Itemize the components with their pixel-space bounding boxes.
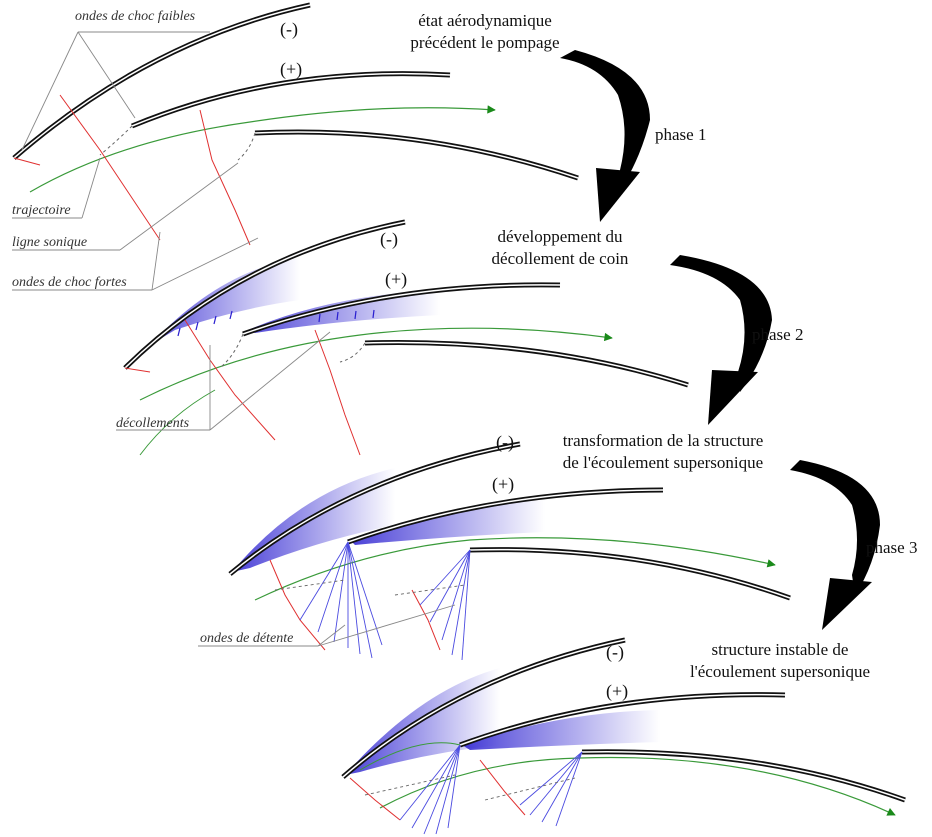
blade-upper: [341, 637, 626, 779]
phase-label: phase 3: [866, 538, 917, 557]
pressure-side-sign: (+): [492, 474, 514, 495]
expansion-fan: [399, 744, 461, 835]
shock-wave: [59, 94, 161, 241]
blade-upper: [12, 2, 311, 160]
blade-lower: [364, 340, 689, 388]
blade-upper: [228, 441, 521, 576]
sonic-line: [339, 342, 366, 363]
separation-zone: [150, 258, 300, 345]
trajectory-line: [359, 742, 461, 771]
phase-arrow: phase 1: [560, 50, 706, 222]
label-trajectory: trajectoire: [12, 203, 71, 218]
shock-wave: [139, 389, 216, 456]
phase-label: phase 2: [752, 325, 803, 344]
suction-side-sign: (-): [380, 229, 398, 250]
sonic-line: [237, 132, 256, 161]
label-strong-shocks: ondes de choc fortes: [12, 275, 127, 290]
label-leaders: [198, 604, 456, 647]
phase-label: phase 1: [655, 125, 706, 144]
trajectory-line: [29, 105, 496, 193]
panel-3: (-) (+) ondes de détente: [198, 432, 791, 661]
label-expansion-waves: ondes de détente: [200, 631, 293, 646]
blade-lower: [469, 547, 791, 601]
expansion-fan: [519, 751, 583, 827]
shock-wave: [124, 367, 151, 373]
shock-wave: [349, 777, 401, 821]
shock-wave: [411, 589, 441, 651]
shock-wave: [269, 559, 326, 651]
shock-wave: [199, 109, 251, 246]
separation-zone: [248, 290, 440, 333]
panel-2: (-) (+) décollements: [116, 219, 689, 456]
trajectory-line: [139, 327, 613, 401]
label-leaders: [12, 31, 259, 291]
sonic-line: [99, 125, 133, 156]
suction-side-sign: (-): [496, 432, 514, 453]
separation-zone: [350, 500, 545, 545]
phase-arrow: phase 2: [670, 255, 803, 425]
pressure-side-sign: (+): [385, 269, 407, 290]
separation-zone: [462, 710, 660, 750]
separation-markers: [177, 309, 375, 337]
suction-side-sign: (-): [606, 642, 624, 663]
shock-wave: [184, 319, 276, 441]
phase-arrow: phase 3: [790, 460, 917, 630]
blade-middle: [131, 71, 451, 129]
blade-upper: [123, 219, 406, 370]
blade-middle: [459, 692, 786, 748]
expansion-fan: [419, 549, 471, 661]
label-leaders: [116, 331, 331, 431]
suction-side-sign: (-): [280, 19, 298, 40]
label-sonic-line: ligne sonique: [12, 235, 87, 250]
expansion-fan: [299, 541, 383, 659]
trajectory-line: [379, 756, 896, 816]
blade-middle: [242, 282, 561, 337]
blade-lower: [581, 749, 906, 803]
shock-wave: [314, 329, 361, 456]
panel-4: (-) (+): [341, 637, 906, 835]
blade-middle: [347, 487, 664, 545]
pressure-side-sign: (+): [606, 681, 628, 702]
label-separations: décollements: [116, 416, 190, 431]
sonic-line: [219, 333, 244, 369]
trajectory-line: [254, 537, 776, 601]
shock-wave: [13, 157, 41, 166]
label-weak-shocks: ondes de choc faibles: [75, 9, 196, 24]
blade-lower: [254, 129, 579, 181]
shock-wave: [479, 759, 526, 816]
panel-1: (-) (+) ondes de choc faibles trajectoir…: [12, 2, 579, 291]
pressure-side-sign: (+): [280, 59, 302, 80]
